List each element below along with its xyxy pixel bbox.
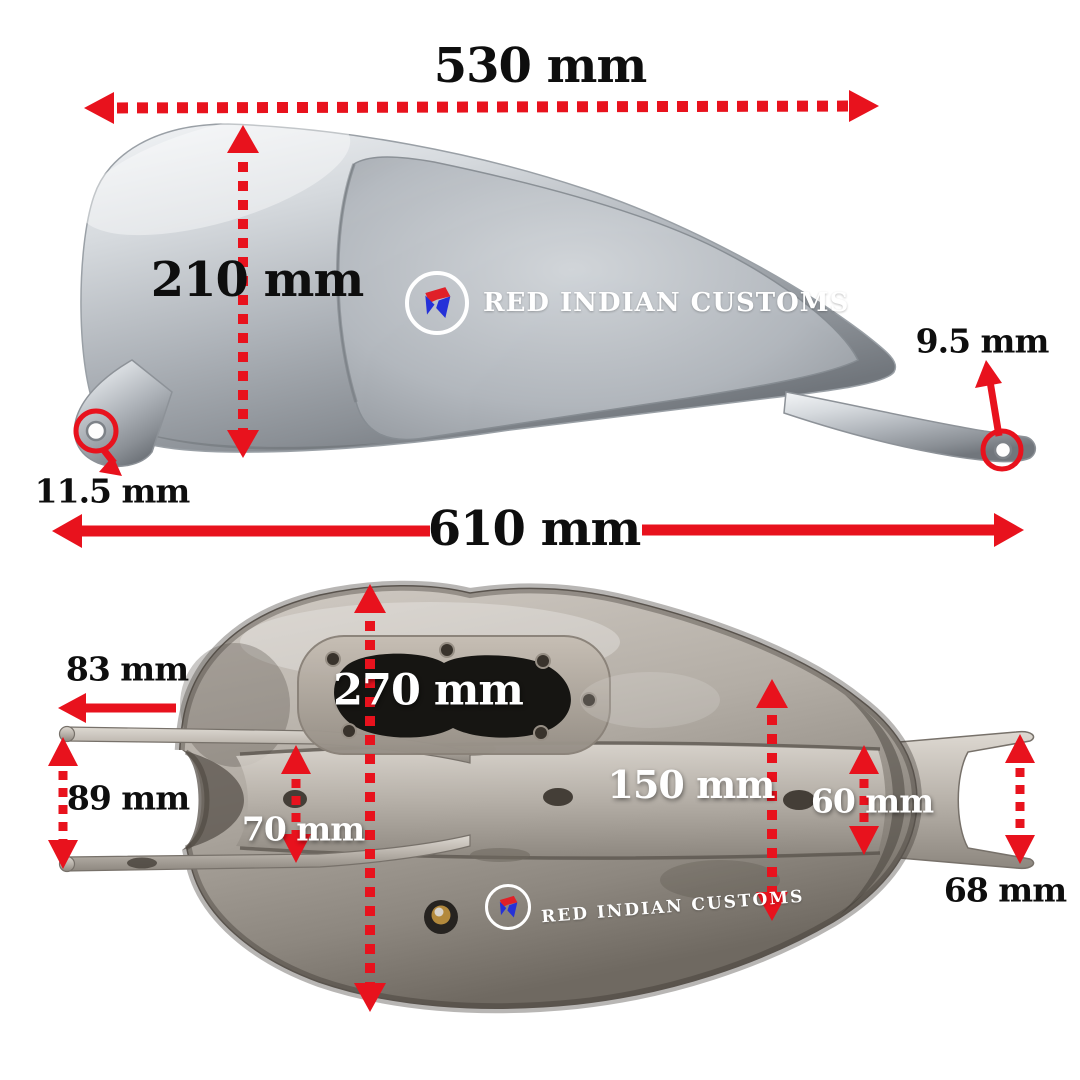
dimension-label-68mm: 68 mm (943, 870, 1067, 910)
dimension-annotations (48, 90, 1035, 1012)
rear-hole-highlight-circle (980, 428, 1024, 472)
dimension-label-83mm: 83 mm (65, 649, 189, 689)
brand-logo-text: RED INDIAN CUSTOMS (483, 288, 850, 318)
pump-opening (334, 653, 571, 738)
brand-logo-text: RED INDIAN CUSTOMS (540, 886, 806, 928)
tank-side-view-illustration (73, 114, 1037, 468)
dimension-label-210mm: 210 mm (150, 252, 364, 308)
brand-logo-icon (485, 884, 531, 930)
rear-mount-strap (783, 391, 1037, 463)
front-mount-hole (85, 420, 107, 442)
drain-plug (424, 900, 458, 934)
tunnel-cutout (62, 748, 202, 852)
dimension-label-11-5mm: 11.5 mm (34, 471, 191, 511)
dimension-label-9-5mm: 9.5 mm (915, 321, 1050, 361)
dimension-label-60mm: 60 mm (810, 781, 934, 821)
dimension-label-70mm: 70 mm (241, 809, 365, 849)
rear-mount-hole (993, 440, 1013, 460)
brand-logo-bottom-view: RED INDIAN CUSTOMS (485, 884, 805, 930)
front-hole-highlight-circle (73, 408, 119, 454)
dimension-label-530mm: 530 mm (433, 38, 647, 94)
dim-line-530 (96, 100, 867, 114)
brand-logo-side-view: RED INDIAN CUSTOMS (405, 271, 849, 335)
dimension-label-89mm: 89 mm (66, 778, 190, 818)
dimension-label-150mm: 150 mm (607, 762, 776, 807)
dimension-label-270mm: 270 mm (333, 665, 524, 716)
brand-logo-icon (405, 271, 469, 335)
flange-screws (325, 642, 597, 741)
front-prong-bottom (65, 834, 471, 872)
dimension-label-610mm: 610 mm (427, 501, 641, 557)
